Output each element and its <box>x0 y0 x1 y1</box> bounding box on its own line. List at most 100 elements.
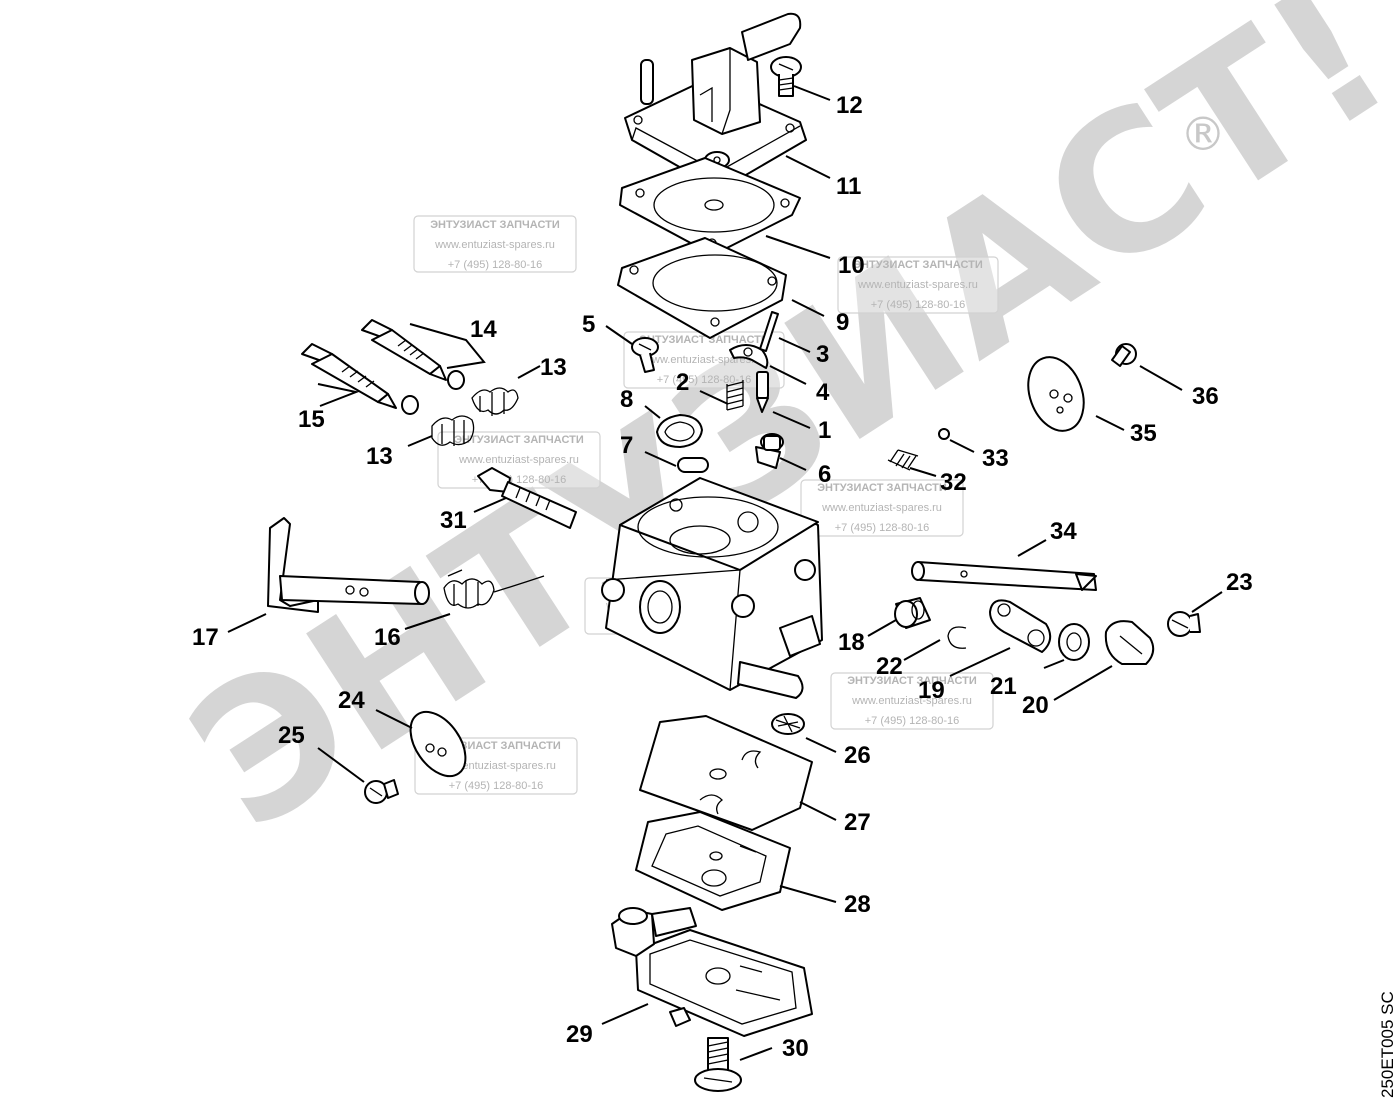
callout-9: 9 <box>836 309 849 336</box>
callout-8: 8 <box>620 386 633 413</box>
callout-28: 28 <box>844 891 871 918</box>
part-adjusting-screw-15 <box>301 343 397 409</box>
stamp-name: ЭНТУЗИАСТ ЗАПЧАСТИ <box>853 259 983 271</box>
stamp-site: www.entuziast-spares.ru <box>821 502 942 514</box>
watermark-registered-mark: ® <box>1180 107 1226 161</box>
part-lever-19 <box>989 599 1052 653</box>
part-pin-3 <box>759 311 779 352</box>
callout-32: 32 <box>940 469 967 496</box>
callout-7: 7 <box>620 432 633 459</box>
callout-19: 19 <box>918 677 945 704</box>
stamp-name: ЭНТУЗИАСТ ЗАПЧАСТИ <box>639 334 769 346</box>
watermark-stamp: ЭНТУЗИАСТ ЗАПЧАСТИ www.entuziast-spares.… <box>830 672 994 730</box>
part-spring-16 <box>443 569 545 609</box>
part-plug-7 <box>677 457 709 473</box>
watermark-stamp: ЭНТУЗИАСТ ЗАПЧАСТИ www.entuziast-spares.… <box>437 431 601 489</box>
part-screw-23 <box>1167 611 1201 637</box>
callout-11: 11 <box>836 173 861 200</box>
stamp-phone: +7 (495) 128-80-16 <box>871 299 965 311</box>
callout-1: 1 <box>818 417 831 444</box>
part-filter-screen-26 <box>771 713 805 735</box>
stamp-name: ЭНТУЗИАСТ ЗАПЧАСТИ <box>430 219 560 231</box>
part-gasket-28 <box>635 811 791 911</box>
part-screw-5 <box>631 337 659 373</box>
stamp-phone: +7 (495) 128-80-16 <box>448 259 542 271</box>
callout-27: 27 <box>844 809 871 836</box>
part-disc-24 <box>409 710 467 778</box>
callout-14: 14 <box>470 316 497 343</box>
callouts: 1 2 3 4 5 6 7 8 9 10 11 12 13 13 14 15 1… <box>192 92 1253 1062</box>
watermark-stamp: ЭНТУЗИАСТ ЗАПЧАСТИ www.entuziast-spares.… <box>837 256 999 314</box>
part-diaphragm-27 <box>639 715 813 831</box>
part-knob-20 <box>1104 620 1155 665</box>
stamp-phone: +7 (495) 128-80-16 <box>865 715 959 727</box>
part-throttle-shaft-17 <box>267 517 430 613</box>
part-ball-33 <box>938 428 950 440</box>
part-washer-21 <box>1058 623 1090 661</box>
part-valve-6 <box>755 433 784 469</box>
part-spring-2 <box>726 380 744 411</box>
callout-22: 22 <box>876 653 903 680</box>
callout-25: 25 <box>278 722 305 749</box>
part-bushing-18 <box>894 597 931 629</box>
callout-35: 35 <box>1130 420 1157 447</box>
part-inlet-needle-1 <box>756 371 769 413</box>
callout-16: 16 <box>374 624 401 651</box>
part-gasket-9 <box>617 237 787 339</box>
callout-5: 5 <box>582 311 595 338</box>
callout-33: 33 <box>982 445 1009 472</box>
part-spring-13b <box>431 415 475 446</box>
part-oring-15 <box>401 395 419 415</box>
callout-12: 12 <box>836 92 863 119</box>
callout-17: 17 <box>192 624 219 651</box>
part-end-cover-29 <box>611 907 813 1037</box>
callout-18: 18 <box>838 629 865 656</box>
stamp-phone: +7 (495) 128-80-16 <box>449 780 543 792</box>
part-circlip-22 <box>947 626 967 649</box>
callout-34: 34 <box>1050 518 1077 545</box>
part-spring-13a <box>471 387 519 416</box>
stamp-phone: +7 (495) 128-80-16 <box>835 522 929 534</box>
stamp-name: ЭНТУЗИАСТ ЗАПЧАСТИ <box>817 482 947 494</box>
part-pump-diaphragm <box>619 157 801 256</box>
part-inlet-lever-4 <box>729 344 769 369</box>
stamp-site: www.entuziast-spares.ru <box>458 454 579 466</box>
callout-31: 31 <box>440 507 467 534</box>
callout-10: 10 <box>838 252 865 279</box>
drawing-code: 250ET005 SC <box>1378 991 1397 1098</box>
leader-lines <box>227 85 1223 1061</box>
part-screw-36 <box>1111 343 1137 367</box>
part-oring-14 <box>447 370 465 390</box>
callout-20: 20 <box>1022 692 1049 719</box>
part-adjusting-screw-14 <box>361 319 447 381</box>
stamp-site: www.entuziast-spares.ru <box>857 279 978 291</box>
part-carburetor-body <box>601 477 823 699</box>
stamp-site: www.entuziast-spares.ru <box>851 695 972 707</box>
watermark-stamp: ЭНТУЗИАСТ ЗАПЧАСТИ www.entuziast-spares.… <box>800 479 964 537</box>
callout-6: 6 <box>818 461 831 488</box>
part-screw-12 <box>770 56 802 97</box>
callout-24: 24 <box>338 687 365 714</box>
callout-26: 26 <box>844 742 871 769</box>
callout-21: 21 <box>990 673 1017 700</box>
callout-29: 29 <box>566 1021 593 1048</box>
callout-13a: 13 <box>540 354 567 381</box>
callout-36: 36 <box>1192 383 1219 410</box>
stamp-site: www.entuziast-spares.ru <box>434 239 555 251</box>
stamp-phone: +7 (495) 128-80-16 <box>657 374 751 386</box>
part-idle-screw-31 <box>477 467 577 529</box>
callout-13b: 13 <box>366 443 393 470</box>
part-disc-35 <box>1027 356 1085 432</box>
stamp-name: ЭНТУЗИАСТ ЗАПЧАСТИ <box>454 434 584 446</box>
callout-23: 23 <box>1226 569 1253 596</box>
callout-4: 4 <box>816 379 830 406</box>
callout-2: 2 <box>676 369 689 396</box>
callout-3: 3 <box>816 341 829 368</box>
watermark-stamp: ЭНТУЗИАСТ ЗАПЧАСТИ www.entuziast-spares.… <box>413 215 577 273</box>
callout-30: 30 <box>782 1035 809 1062</box>
stamp-name: ЭНТУЗИАСТ ЗАПЧАСТИ <box>847 675 977 687</box>
part-choke-shaft-34 <box>911 561 1097 591</box>
part-screw-25 <box>364 779 399 804</box>
part-gasket-8 <box>656 414 703 448</box>
